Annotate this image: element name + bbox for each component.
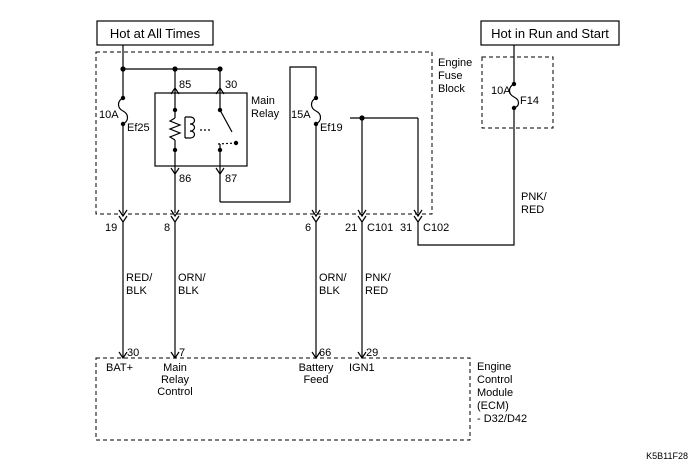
ecm-battery-feed-2: Feed	[303, 374, 328, 386]
ecm-main-relay-control-1: Main	[163, 362, 187, 374]
fuse-block-label-3: Block	[438, 83, 465, 95]
header-hot-in-run-start: Hot in Run and Start	[480, 20, 620, 46]
connector-pin-6: 6	[305, 222, 311, 234]
relay-pin-87: 87	[225, 173, 237, 185]
header-hot-in-run-start-label: Hot in Run and Start	[491, 26, 609, 41]
wire-orn-blk-b-1: ORN/	[319, 272, 347, 284]
connector-c101-label: C101	[367, 222, 393, 234]
main-relay-label-2: Relay	[251, 108, 280, 120]
ecm-title-1: Engine	[477, 361, 511, 373]
fuse-ef25	[117, 69, 129, 213]
f14-to-c102-wire	[417, 108, 515, 246]
ecm-bat-plus: BAT+	[106, 362, 133, 374]
ecm-outline	[95, 357, 471, 441]
ecm-battery-feed-1: Battery	[299, 362, 334, 374]
ecm-main-relay-control-3: Control	[157, 386, 192, 398]
engine-fuse-block-outline	[95, 51, 433, 215]
fuse-f14-rating: 10A	[491, 85, 511, 97]
main-relay-label-1: Main	[251, 95, 275, 107]
ecm-pin-29: 29	[366, 347, 378, 359]
wire-red-blk-2: BLK	[126, 285, 147, 297]
connector-pin-8: 8	[164, 222, 170, 234]
fuse-f14-name: F14	[520, 95, 539, 107]
pin86-arrow	[170, 167, 180, 176]
ecm-pin-30: 30	[127, 347, 139, 359]
wire-pnk-red-b-2: RED	[521, 204, 544, 216]
wire-orn-blk-a-2: BLK	[178, 285, 199, 297]
fuse-ef19-rating: 15A	[291, 109, 311, 121]
wire-red-blk-1: RED/	[126, 272, 153, 284]
wire-pnk-red-a-1: PNK/	[365, 272, 392, 284]
relay-coil	[168, 107, 196, 153]
ecm-pin-7: 7	[179, 347, 185, 359]
main-relay-box	[154, 92, 248, 167]
wire-orn-blk-b-2: BLK	[319, 285, 340, 297]
pin30-arrow	[215, 86, 225, 95]
connector-pin-19: 19	[105, 222, 117, 234]
fuse-f14	[508, 81, 520, 111]
wire-pnk-red-a-2: RED	[365, 285, 388, 297]
wire-orn-blk-a-1: ORN/	[178, 272, 206, 284]
ecm-pin-66: 66	[319, 347, 331, 359]
connector-c101-chevrons	[118, 209, 367, 224]
header-hot-at-all-times-label: Hot at All Times	[110, 26, 201, 41]
ecm-title-5: - D32/D42	[477, 413, 527, 425]
wire-pnk-red-b-1: PNK/	[521, 191, 548, 203]
fuse-block-label-2: Fuse	[438, 70, 462, 82]
ecm-title-3: Module	[477, 387, 513, 399]
pin87-to-ef19-wire	[220, 66, 317, 203]
connector-pin-21: 21	[345, 222, 357, 234]
fuse-ef19	[310, 95, 322, 213]
connector-c102-chevrons	[413, 209, 423, 224]
relay-pin-85: 85	[179, 79, 191, 91]
pin87-arrow	[215, 167, 225, 176]
pin85-arrow	[170, 86, 180, 95]
connector-c102-label: C102	[423, 222, 449, 234]
figure-code: K5B11F28	[646, 451, 688, 461]
ecm-title-2: Control	[477, 374, 512, 386]
header-hot-at-all-times: Hot at All Times	[96, 20, 214, 46]
relay-pin-30: 30	[225, 79, 237, 91]
fuse-block-label-1: Engine	[438, 57, 472, 69]
f14-fuse-outline	[481, 56, 554, 129]
ecm-main-relay-control-2: Relay	[161, 374, 190, 386]
relay-switch	[200, 107, 239, 153]
relay-pin-86: 86	[179, 173, 191, 185]
ecm-ign1: IGN1	[349, 362, 375, 374]
fuse-ef25-name: Ef25	[127, 122, 150, 134]
fuse-ef19-name: Ef19	[320, 122, 343, 134]
ecm-title-4: (ECM)	[477, 400, 509, 412]
connector-pin-31: 31	[400, 222, 412, 234]
fuse-ef25-rating: 10A	[99, 109, 119, 121]
